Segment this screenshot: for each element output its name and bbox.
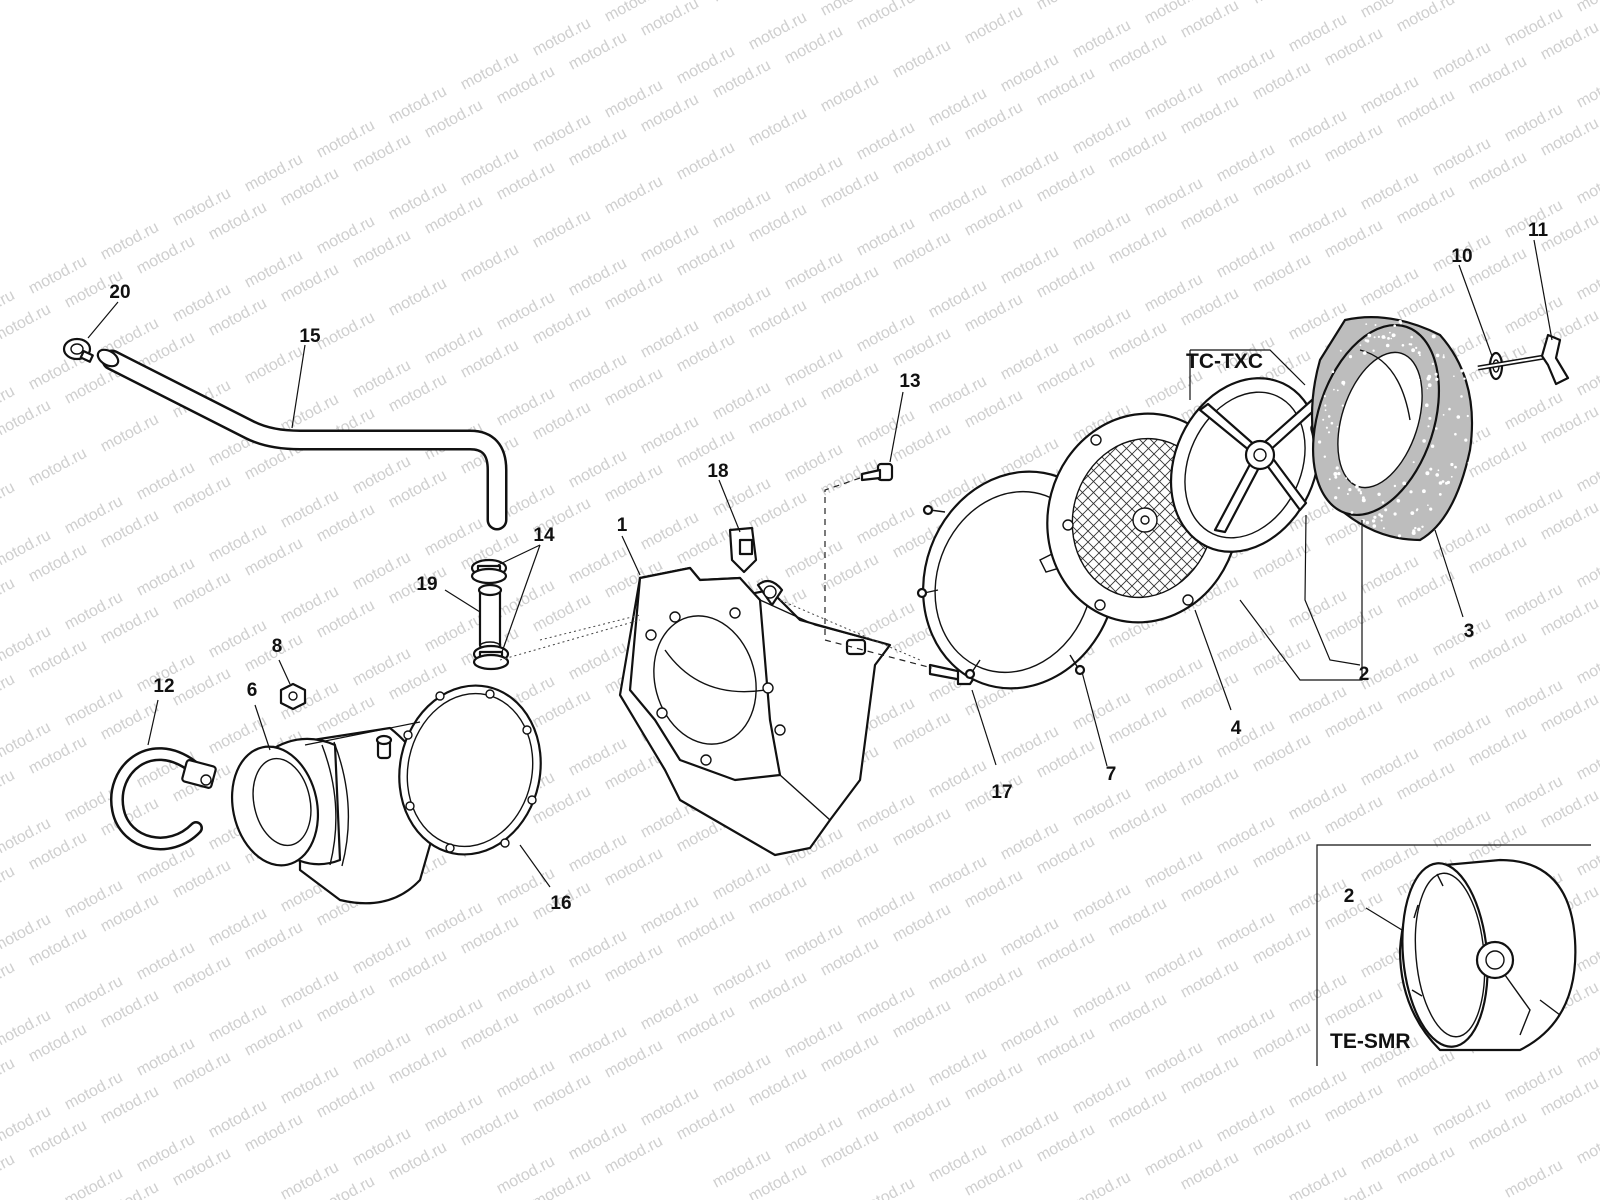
watermark-text: motod.ru [0,671,18,716]
watermark-text: motod.ru [854,1175,918,1200]
part-16-gasket [398,684,542,856]
part-12-large-clamp [109,747,217,851]
part-13-screw [860,462,894,482]
watermark-text: motod.ru [62,1165,126,1200]
inset-callout-2: 2 [1344,886,1355,907]
part-8-nut [279,682,307,711]
watermark-text: motod.ru [1574,355,1600,400]
watermark-text: motod.ru [1574,931,1600,976]
watermark-text: motod.ru [242,343,306,388]
callout-13: 13 [899,371,920,392]
callout-7: 7 [1106,764,1117,785]
watermark-text: motod.ru [1394,0,1458,36]
callout-14: 14 [533,525,555,546]
watermark-text: motod.ru [98,411,162,456]
watermark-text: motod.ru [0,479,18,524]
callout-19: 19 [416,574,437,595]
part-19-tube-connector [477,583,503,651]
watermark-text: motod.ru [458,241,522,286]
callout-12: 12 [153,676,174,697]
callout-16: 16 [550,893,571,914]
watermark-text: motod.ru [314,309,378,354]
watermark-text: motod.ru [1574,259,1600,304]
part-1-airbox [618,566,892,857]
watermark-text: motod.ru [602,173,666,218]
watermark-text: motod.ru [0,959,18,1004]
watermark-text: motod.ru [1034,0,1098,14]
watermark-text: motod.ru [0,767,18,812]
watermark-text: motod.ru [710,0,774,6]
part-20-hose-clamp [62,337,94,363]
watermark-text: motod.ru [1574,67,1600,112]
watermark-text: motod.ru [818,71,882,116]
watermark-text: motod.ru [0,863,18,908]
part-14-clamp-lower [472,644,510,671]
watermark-text: motod.ru [1574,1027,1600,1072]
watermark-text: motod.ru [1466,0,1530,2]
variant-label-te-smr: TE-SMR [1330,1030,1411,1053]
variant-label-tc-txc: TC-TXC [1186,350,1263,373]
part-11-wing-bolt [1477,333,1570,386]
watermark-text: motod.ru [26,445,90,490]
watermark-text: motod.ru [0,575,18,620]
watermark-text: motod.ru [746,105,810,150]
watermark-text: motod.ru [1250,0,1314,8]
watermark-text: motod.ru [1574,163,1600,208]
watermark-text: motod.ru [0,301,54,346]
watermark-text: motod.ru [1286,1163,1350,1200]
te-smr-inset: 2 TE-SMR [1316,844,1591,1066]
watermark-text: motod.ru [386,275,450,320]
callout-1: 1 [617,515,628,536]
watermark-text: motod.ru [0,397,54,442]
callout-20: 20 [109,282,130,303]
callout-17: 17 [991,782,1012,803]
watermark-text: motod.ru [1502,1157,1566,1200]
watermark-text: motod.ru [1574,835,1600,880]
assembly-lines [499,477,933,669]
watermark-text: motod.ru [890,37,954,82]
watermark-text: motod.ru [1574,547,1600,592]
callout-10: 10 [1451,246,1472,267]
callout-2: 2 [1359,664,1370,685]
watermark-text: motod.ru [0,1055,18,1100]
part-18-clip [728,526,758,574]
watermark-text: motod.ru [1574,451,1600,496]
watermark-text: motod.ru [1574,739,1600,784]
leader-lines [87,239,1553,888]
watermark-text: motod.ru [854,0,918,34]
tc-txc-bracket [1189,349,1363,681]
callout-15: 15 [299,326,321,347]
part-3-foam-filter [1310,316,1474,542]
watermark-text: motod.ru [638,0,702,40]
watermark-text: motod.ru [1574,1123,1600,1168]
watermark-text: motod.ru [962,3,1026,48]
part-15-breather-tube [96,348,508,531]
callout-11: 11 [1528,220,1549,241]
callout-18: 18 [707,461,728,482]
callout-6: 6 [247,680,258,701]
watermark-text: motod.ru [1574,643,1600,688]
watermark-text: motod.ru [530,207,594,252]
watermark-text: motod.ru [674,139,738,184]
watermark-text: motod.ru [1574,0,1600,16]
watermark-text: motod.ru [0,1151,18,1196]
callout-3: 3 [1464,621,1475,642]
part-14-clamp-upper [470,558,508,585]
watermark-text: motod.ru [1070,1169,1134,1200]
callout-labels: 20 15 14 19 8 12 6 16 18 1 13 17 7 4 2 3… [109,220,1548,914]
callout-4: 4 [1231,718,1242,739]
callout-8: 8 [272,636,283,657]
